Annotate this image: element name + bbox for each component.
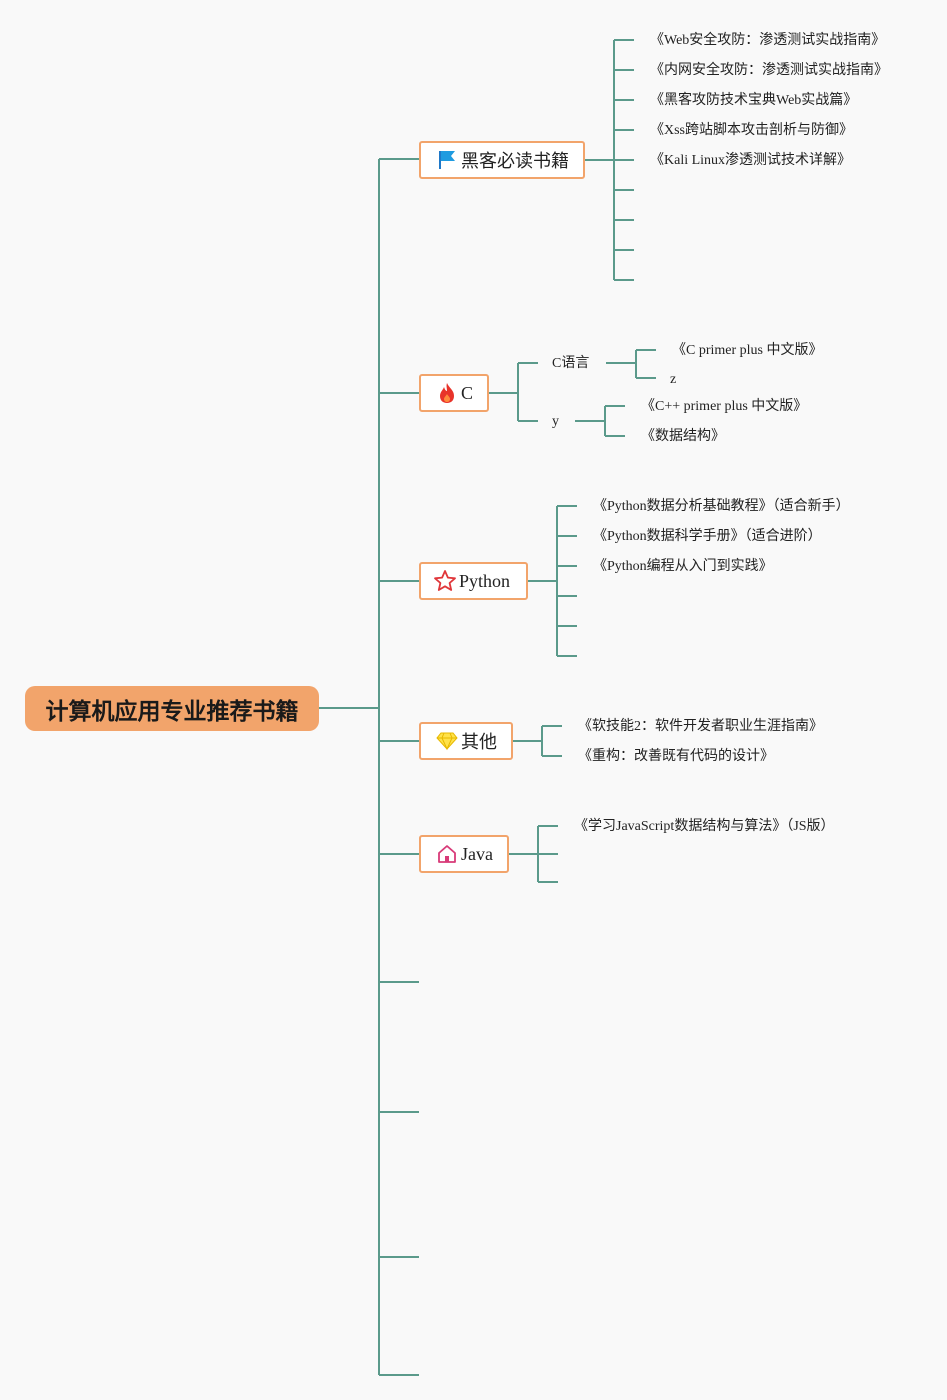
root-label: 计算机应用专业推荐书籍 [45, 698, 299, 725]
sub-node-y[interactable]: y [552, 414, 559, 429]
branch-other-label: 其他 [461, 732, 497, 752]
list-item: 《Kali Linux渗透测试技术详解》 [650, 153, 852, 168]
list-item: 《Python编程从入门到实践》 [593, 559, 773, 574]
list-item: z [670, 372, 677, 387]
list-item: 《Python数据分析基础教程》（适合新手） [593, 499, 850, 514]
list-item: 《C primer plus 中文版》 [672, 343, 823, 358]
list-item: 《内网安全攻防：渗透测试实战指南》 [650, 63, 888, 78]
star-icon [433, 569, 457, 593]
list-item: 《软技能2：软件开发者职业生涯指南》 [578, 719, 823, 734]
root-node[interactable]: 计算机应用专业推荐书籍 [25, 686, 319, 731]
list-item: 《重构：改善既有代码的设计》 [578, 749, 774, 764]
list-item: 《学习JavaScript数据结构与算法》（JS版） [574, 819, 835, 834]
branch-c-node[interactable]: C [419, 374, 489, 412]
branch-hacker-label: 黑客必读书籍 [461, 151, 569, 171]
fire-icon [435, 381, 459, 405]
list-item: 《Xss跨站脚本攻击剖析与防御》 [650, 123, 854, 138]
sub-node-c-language[interactable]: C语言 [552, 356, 590, 371]
home-icon [435, 842, 459, 866]
branch-c-label: C [461, 382, 474, 403]
branch-other-node[interactable]: 其他 [419, 722, 513, 760]
branch-python-label: Python [459, 570, 511, 591]
list-item: 《C++ primer plus 中文版》 [641, 399, 808, 414]
flag-icon [435, 148, 459, 172]
list-item: 《Python数据科学手册》（适合进阶） [593, 529, 822, 544]
branch-java-node[interactable]: Java [419, 835, 509, 873]
diamond-icon [435, 729, 459, 753]
list-item: 《数据结构》 [641, 429, 725, 444]
branch-hacker-node[interactable]: 黑客必读书籍 [419, 141, 585, 179]
branch-java-label: Java [461, 843, 493, 864]
branch-python-node[interactable]: Python [419, 562, 528, 600]
list-item: 《黑客攻防技术宝典Web实战篇》 [650, 93, 858, 108]
list-item: 《Web安全攻防：渗透测试实战指南》 [650, 33, 886, 48]
